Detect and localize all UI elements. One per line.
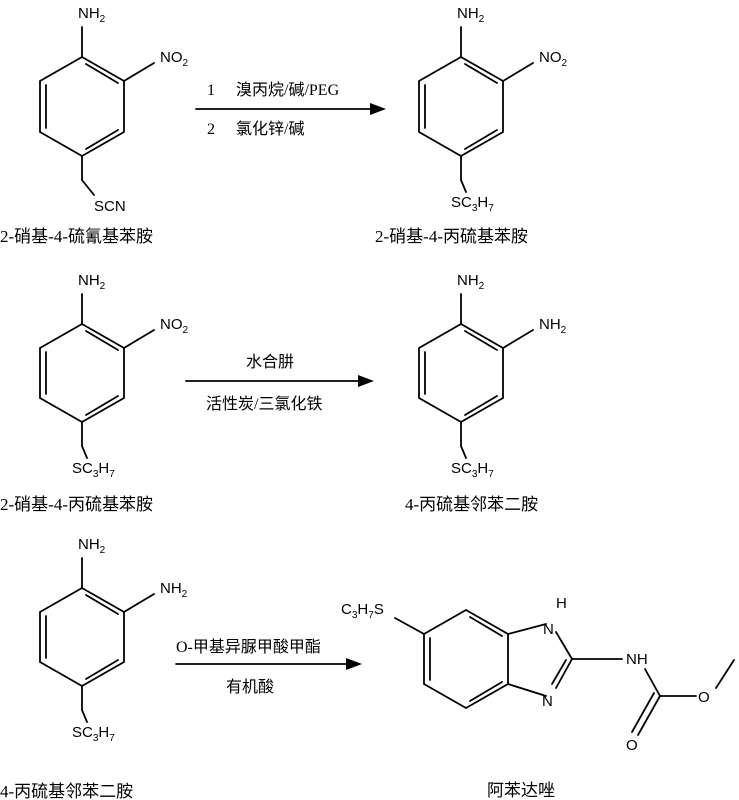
product-2-name: 4-丙硫基邻苯二胺 bbox=[405, 495, 538, 514]
structure-product-1: NH2 NO2 SC3H7 bbox=[418, 5, 568, 214]
structure-albendazole: C3H7S H N N NH O O bbox=[341, 595, 735, 754]
condition-acid-text: 有机酸 bbox=[226, 678, 274, 696]
reaction-arrow-3 bbox=[175, 658, 362, 670]
ester-oxygen-label: O bbox=[698, 689, 710, 706]
amine-group-label: NH2 bbox=[78, 5, 106, 25]
propylthio-group-label: SC3H7 bbox=[72, 724, 115, 744]
propylthio-group-label: SC3H7 bbox=[451, 460, 494, 480]
condition-2-text: 氯化锌/碱 bbox=[236, 120, 304, 138]
propylthio-group-label: SC3H7 bbox=[72, 460, 115, 480]
condition-catalyst-text: 活性炭/三氯化铁 bbox=[206, 395, 322, 413]
amine-group-label: NH2 bbox=[539, 316, 567, 336]
condition-1-text: 溴丙烷/碱/PEG bbox=[236, 81, 340, 99]
product-1-name: 2-硝基-4-丙硫基苯胺 bbox=[375, 227, 528, 246]
product-3-name: 阿苯达唑 bbox=[487, 781, 555, 800]
amine-group-label: NH2 bbox=[457, 272, 485, 292]
carbonyl-oxygen-label: O bbox=[626, 737, 638, 754]
imidazole-nh-n-label: N bbox=[543, 621, 554, 638]
condition-2-number: 2 bbox=[207, 121, 215, 138]
nitro-group-label: NO2 bbox=[160, 316, 189, 336]
condition-reagent-text: 水合肼 bbox=[246, 353, 294, 371]
amine-group-label: NH2 bbox=[78, 536, 106, 556]
imidazole-h-label: H bbox=[556, 595, 567, 612]
structure-reactant-1: NH2 NO2 SCN bbox=[39, 5, 189, 215]
propylthio-group-label: C3H7S bbox=[341, 601, 384, 621]
nitro-group-label: NO2 bbox=[539, 49, 568, 69]
structure-product-2: NH2 NH2 SC3H7 bbox=[418, 272, 567, 480]
reactant-2-name: 2-硝基-4-丙硫基苯胺 bbox=[0, 495, 153, 514]
reaction-arrow-1 bbox=[195, 103, 386, 115]
imidazole-n-label: N bbox=[542, 693, 553, 710]
amine-group-label: NH2 bbox=[457, 5, 485, 25]
reactant-1-name: 2-硝基-4-硫氰基苯胺 bbox=[0, 227, 153, 246]
condition-1-number: 1 bbox=[207, 82, 215, 99]
thiocyanate-group-label: SCN bbox=[94, 198, 126, 215]
nitro-group-label: NO2 bbox=[160, 49, 189, 69]
condition-reagent-text: O-甲基异脲甲酸甲酯 bbox=[176, 638, 321, 656]
reactant-3-name: 4-丙硫基邻苯二胺 bbox=[0, 782, 133, 800]
propylthio-group-label: SC3H7 bbox=[451, 194, 494, 214]
structure-reactant-3: NH2 NH2 SC3H7 bbox=[39, 536, 188, 744]
structure-reactant-2: NH2 NO2 SC3H7 bbox=[39, 272, 189, 480]
amine-group-label: NH2 bbox=[160, 580, 188, 600]
amine-group-label: NH2 bbox=[78, 272, 106, 292]
carbamate-nh-label: NH bbox=[626, 651, 648, 668]
reaction-arrow-2 bbox=[185, 375, 374, 387]
